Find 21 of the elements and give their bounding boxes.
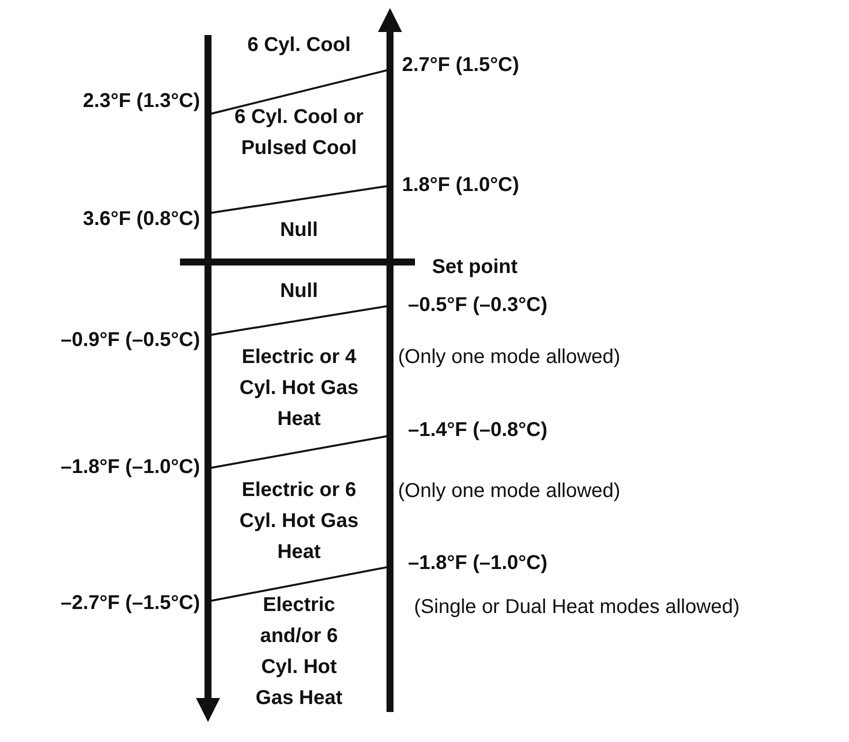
note: (Only one mode allowed): [398, 345, 620, 370]
mode-label: Electric or 6 Cyl. Hot Gas Heat: [238, 478, 360, 565]
mode-label: Null: [279, 218, 319, 243]
temperature-label: –1.8°F (–1.0°C): [408, 551, 548, 576]
temperature-label: 2.3°F (1.3°C): [82, 89, 200, 114]
note: (Single or Dual Heat modes allowed): [414, 595, 740, 620]
mode-label: 6 Cyl. Cool or Pulsed Cool: [234, 105, 364, 161]
temperature-label: –1.4°F (–0.8°C): [408, 418, 548, 443]
temperature-label: –1.8°F (–1.0°C): [60, 455, 200, 480]
temperature-label: 3.6°F (0.8°C): [82, 207, 200, 232]
mode-label: Null: [279, 279, 319, 304]
note: (Only one mode allowed): [398, 479, 620, 504]
temperature-label: 1.8°F (1.0°C): [402, 173, 520, 198]
setpoint-label: Set point: [432, 255, 518, 280]
temperature-label: –0.5°F (–0.3°C): [408, 293, 548, 318]
mode-label: Electric and/or 6 Cyl. Hot Gas Heat: [254, 593, 344, 711]
mode-label: 6 Cyl. Cool: [246, 33, 352, 58]
mode-label: Electric or 4 Cyl. Hot Gas Heat: [238, 345, 360, 432]
temperature-label: –0.9°F (–0.5°C): [60, 328, 200, 353]
temperature-label: 2.7°F (1.5°C): [402, 53, 520, 78]
temperature-label: –2.7°F (–1.5°C): [60, 591, 200, 616]
